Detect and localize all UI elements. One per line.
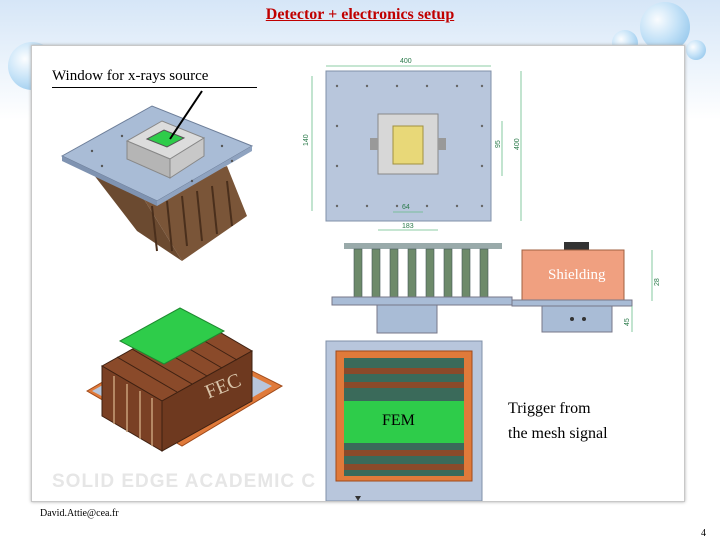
- dim-400-top: 400: [400, 58, 412, 65]
- dim-28: 28: [654, 278, 661, 286]
- dim-183: 183: [402, 223, 414, 230]
- trigger-label-line-1: Trigger from: [508, 400, 591, 417]
- side-view-fins: [331, 243, 513, 334]
- trigger-label-line-2: the mesh signal: [508, 425, 608, 442]
- bubble-decoration: [640, 2, 690, 52]
- top-view-drawing: [311, 65, 522, 231]
- dim-64: 64: [402, 204, 410, 211]
- dim-400-right: 400: [514, 138, 521, 150]
- technical-drawing: 400 140 95 400 64 183 28: [60, 58, 661, 501]
- fem-label: FEM: [382, 412, 415, 429]
- author-email: David.Attie@cea.fr: [40, 508, 119, 519]
- dim-140: 140: [303, 134, 310, 146]
- isometric-fec-assembly: [86, 307, 284, 452]
- shielding-box: [511, 242, 653, 333]
- trigger-label: Trigger from the mesh signal: [508, 396, 608, 446]
- dim-45: 45: [624, 318, 631, 326]
- watermark-text: SOLID EDGE ACADEMIC C: [52, 471, 317, 492]
- shielding-label: Shielding: [548, 267, 606, 283]
- isometric-detector-top: [60, 90, 254, 261]
- fem-front-view: [325, 340, 483, 501]
- bubble-decoration: [686, 40, 706, 60]
- drawing-frame: 400 140 95 400 64 183 28: [31, 45, 685, 502]
- window-label: Window for x-rays source: [52, 68, 257, 88]
- slide-title: Detector + electronics setup: [265, 6, 455, 23]
- page-number: 4: [701, 528, 706, 539]
- dim-95: 95: [495, 140, 502, 148]
